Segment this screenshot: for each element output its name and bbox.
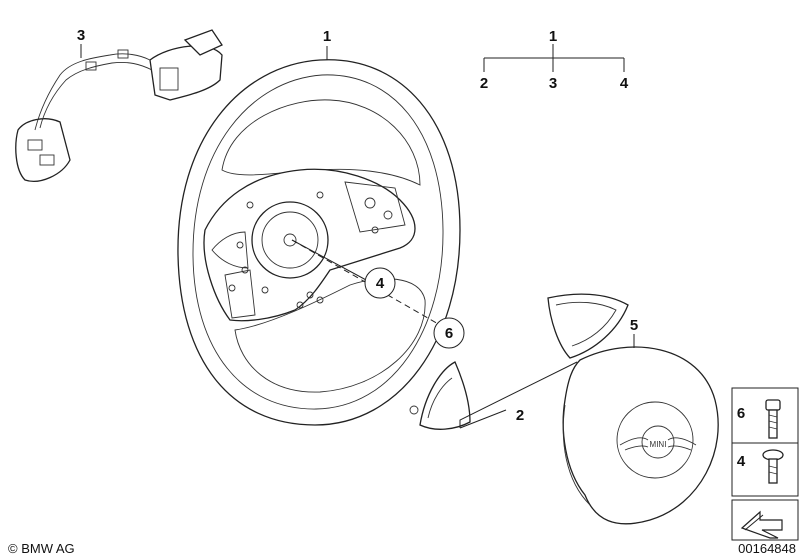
- fastener-label-6: 6: [737, 405, 745, 422]
- group-bracket: [483, 44, 625, 72]
- flange-screw-icon: [762, 449, 784, 484]
- callout-group-b: 3: [549, 75, 557, 92]
- callout-6: 6: [445, 325, 453, 342]
- screw-icon: [765, 399, 781, 439]
- callout-circle-6: [433, 317, 465, 349]
- arrow-sign-icon: [731, 499, 799, 541]
- trim-cover-right: [547, 293, 629, 359]
- fastener-panel: [731, 387, 799, 541]
- callout-group-c: 4: [620, 75, 629, 92]
- steering-wheel: [177, 59, 461, 426]
- callout-group-head: 1: [549, 28, 557, 45]
- mini-logo-text: MINI: [650, 440, 667, 449]
- callout-airbag: 5: [630, 317, 638, 334]
- callout-wheel: 1: [323, 28, 331, 45]
- wiring-harness: [15, 29, 223, 182]
- callout-4: 4: [376, 275, 385, 292]
- leader-line-2a: [459, 361, 578, 428]
- copyright: © BMW AG: [8, 541, 75, 556]
- fastener-label-4: 4: [737, 453, 746, 470]
- callout-group-a: 2: [480, 75, 488, 92]
- leader-line-2b: [459, 409, 507, 429]
- airbag-module: MINI: [562, 346, 719, 525]
- callout-covers: 2: [516, 407, 524, 424]
- diagram-number: 00164848: [738, 541, 796, 556]
- trim-cover-left: [409, 361, 471, 430]
- callout-harness: 3: [77, 27, 85, 44]
- callout-circle-4: [364, 267, 396, 299]
